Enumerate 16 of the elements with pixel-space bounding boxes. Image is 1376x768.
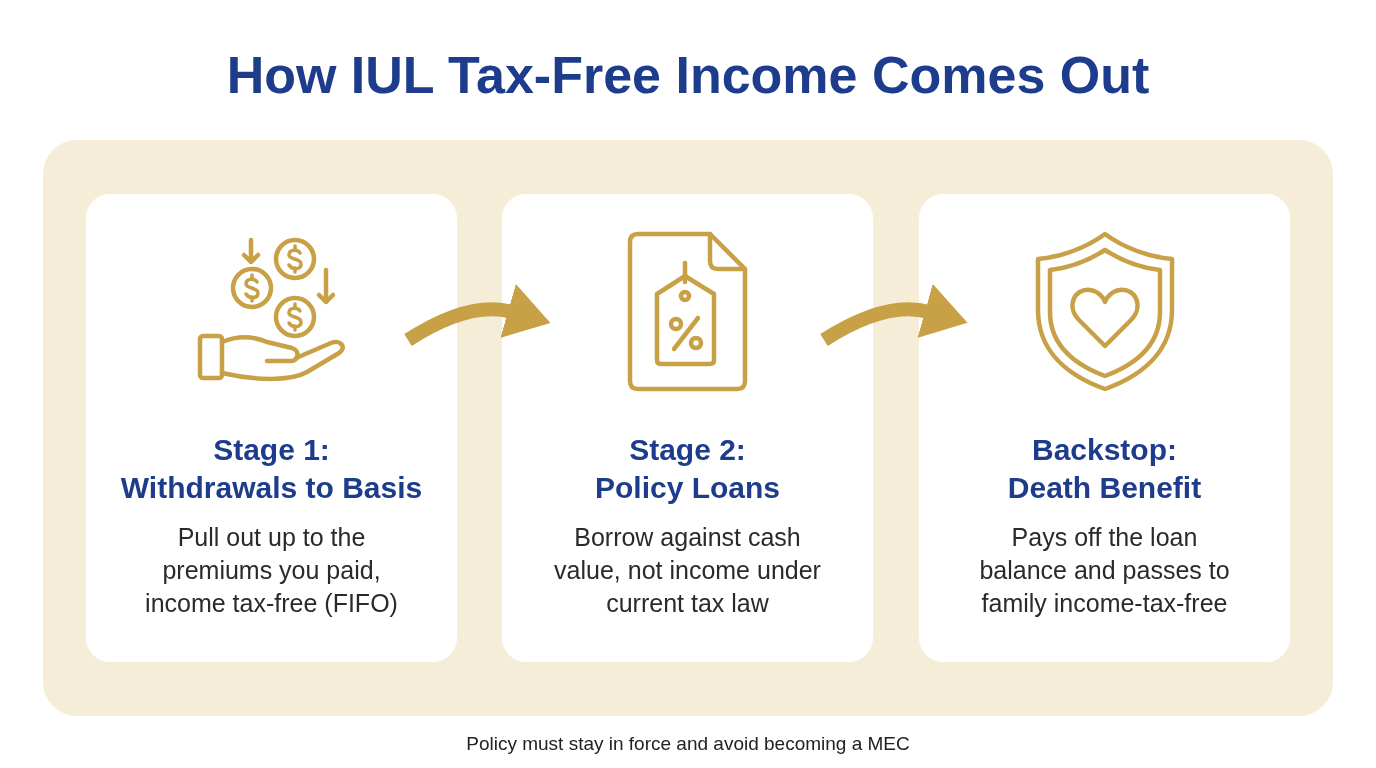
stage-description: Borrow against cash value, not income under current tax law [553, 522, 822, 619]
stage-title: Death Benefit [1007, 470, 1202, 506]
stage-description: Pays off the loan balance and passes to family income-tax-free [978, 522, 1231, 619]
stage-label: Stage 1: [213, 432, 330, 468]
stage-card [919, 194, 1290, 662]
title: How IUL Tax-Free Income Comes Out [225, 45, 1151, 106]
stage-title: Policy Loans [594, 470, 781, 506]
stage-title: Withdrawals to Basis [120, 470, 423, 506]
stage-description: Pull out up to the premiums you paid, income tax-free (FIFO) [144, 522, 399, 619]
stage-label: Backstop: [1031, 432, 1177, 468]
stage-label: Stage 2: [629, 432, 746, 468]
stage-card [86, 194, 457, 662]
curved-arrow [820, 283, 968, 346]
footnote: Policy must stay in force and avoid becoming a MEC [465, 732, 911, 756]
curved-arrow [404, 283, 551, 346]
stage-card [502, 194, 873, 662]
